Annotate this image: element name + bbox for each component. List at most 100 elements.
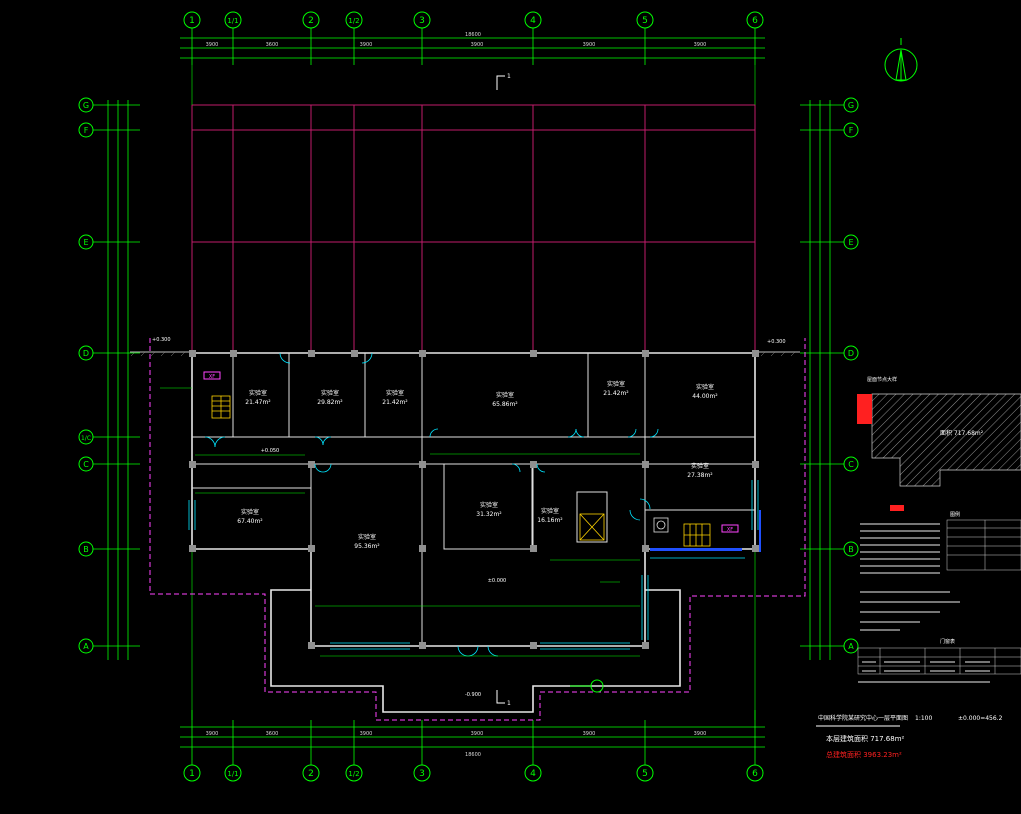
schedule-rows	[858, 661, 990, 683]
structural-columns	[189, 350, 759, 649]
svg-text:44.00m²: 44.00m²	[692, 393, 718, 400]
svg-text:实验室: 实验室	[696, 383, 714, 391]
detail-title: 屋面节点大样	[867, 376, 897, 383]
elevator-shaft	[579, 513, 605, 541]
svg-text:3900: 3900	[694, 731, 707, 737]
fire-tag-right: XF	[727, 527, 733, 533]
legend-title: 图例	[950, 511, 960, 518]
svg-text:1/C: 1/C	[81, 435, 91, 442]
dimension-text: 18600 3900 3600 3900 3900 3900 3900 1860…	[206, 32, 707, 758]
exterior-walls	[191, 352, 756, 713]
svg-text:3900: 3900	[583, 42, 596, 48]
fire-tag-left-box	[203, 371, 221, 380]
svg-text:实验室: 实验室	[386, 389, 404, 397]
svg-text:3600: 3600	[266, 731, 279, 737]
svg-text:3900: 3900	[583, 731, 596, 737]
section-mark-top	[496, 75, 505, 90]
svg-text:1/1: 1/1	[227, 770, 238, 778]
svg-text:1/1: 1/1	[227, 17, 238, 25]
ground-hatch	[130, 351, 796, 357]
svg-text:C: C	[848, 460, 854, 469]
detail-hatch	[871, 393, 1021, 487]
svg-text:实验室: 实验室	[480, 501, 498, 509]
svg-text:21.42m²: 21.42m²	[603, 390, 629, 397]
detail-callout-icon	[570, 679, 604, 693]
svg-text:F: F	[84, 126, 89, 135]
total-area: 总建筑面积 3963.23m²	[826, 750, 902, 759]
fire-tag-left: XF	[209, 374, 215, 380]
svg-text:实验室: 实验室	[607, 380, 625, 388]
svg-text:5: 5	[642, 16, 648, 26]
svg-text:实验室: 实验室	[691, 462, 709, 470]
drawing-scale: 1:100	[915, 715, 932, 722]
svg-text:3: 3	[419, 769, 425, 779]
stair-landing	[650, 548, 742, 551]
upper-grid	[191, 104, 756, 354]
svg-text:5: 5	[642, 769, 648, 779]
column-axis-top	[183, 11, 764, 29]
svg-text:1: 1	[189, 16, 195, 26]
section-mark-bottom	[496, 690, 505, 704]
svg-text:21.47m²: 21.47m²	[245, 399, 271, 406]
svg-text:实验室: 实验室	[241, 508, 259, 516]
svg-text:3600: 3600	[266, 42, 279, 48]
interior-dimensions	[160, 387, 640, 657]
detail-red-marker	[857, 394, 872, 424]
svg-text:18600: 18600	[465, 752, 481, 758]
svg-text:3900: 3900	[360, 42, 373, 48]
svg-text:G: G	[848, 101, 854, 110]
stair-right	[683, 523, 711, 547]
elevation-left: +0.300	[152, 337, 171, 343]
svg-text:18600: 18600	[465, 32, 481, 38]
svg-text:6: 6	[752, 769, 758, 779]
svg-text:3900: 3900	[206, 731, 219, 737]
elevation-note: ±0.000=456.2	[958, 715, 1003, 722]
svg-text:F: F	[849, 126, 854, 135]
legend-red-swatch	[890, 505, 904, 511]
svg-text:实验室: 实验室	[541, 507, 559, 515]
room-labels: 实验室 21.47m² 实验室 29.82m² 实验室 21.42m² 实验室 65.8…	[237, 380, 718, 550]
doors	[204, 352, 659, 657]
floor-area: 本层建筑面积 717.68m²	[826, 734, 905, 743]
svg-text:4: 4	[530, 769, 536, 779]
stair-left	[211, 395, 231, 419]
row-axis-right-labels: G F E D C B A	[848, 101, 854, 651]
equipment-icon	[653, 517, 669, 533]
svg-text:65.86m²: 65.86m²	[492, 401, 518, 408]
floor-elevation: ±0.000	[488, 578, 507, 584]
svg-text:67.40m²: 67.40m²	[237, 518, 263, 525]
svg-text:2: 2	[308, 16, 314, 26]
roof-outline	[149, 338, 806, 721]
section-mark-bottom-label: 1	[507, 700, 511, 707]
windows	[188, 480, 759, 650]
interior-walls	[192, 353, 755, 646]
row-axis-left-labels: G F E D 1/C C B A	[81, 101, 91, 651]
svg-text:G: G	[83, 101, 89, 110]
svg-text:3900: 3900	[471, 731, 484, 737]
svg-text:4: 4	[530, 16, 536, 26]
slab-elevation: +0.050	[261, 448, 280, 454]
svg-text:3900: 3900	[471, 42, 484, 48]
svg-text:29.82m²: 29.82m²	[317, 399, 343, 406]
detail-area: 面积 717.68m²	[940, 429, 984, 437]
svg-text:A: A	[83, 642, 89, 651]
svg-text:D: D	[83, 349, 89, 358]
svg-text:1/2: 1/2	[348, 770, 359, 778]
drawing-title: 中国科学院某研究中心一层平面图	[818, 714, 908, 722]
section-mark-top-label: 1	[507, 73, 511, 80]
svg-text:1/2: 1/2	[348, 17, 359, 25]
column-axis-bottom-labels: 1 1/1 2 1/2 3 4 5 6	[189, 769, 758, 779]
svg-text:E: E	[83, 238, 88, 247]
svg-text:3900: 3900	[694, 42, 707, 48]
svg-text:A: A	[848, 642, 854, 651]
stair-elevation: -0.900	[465, 692, 481, 698]
svg-text:B: B	[83, 545, 89, 554]
fire-tag-right-box	[721, 524, 739, 533]
svg-text:E: E	[848, 238, 853, 247]
svg-text:3900: 3900	[360, 731, 373, 737]
row-axis-right	[843, 97, 859, 654]
svg-text:31.32m²: 31.32m²	[476, 511, 502, 518]
legend	[946, 519, 1021, 571]
svg-text:B: B	[848, 545, 854, 554]
svg-text:D: D	[848, 349, 854, 358]
